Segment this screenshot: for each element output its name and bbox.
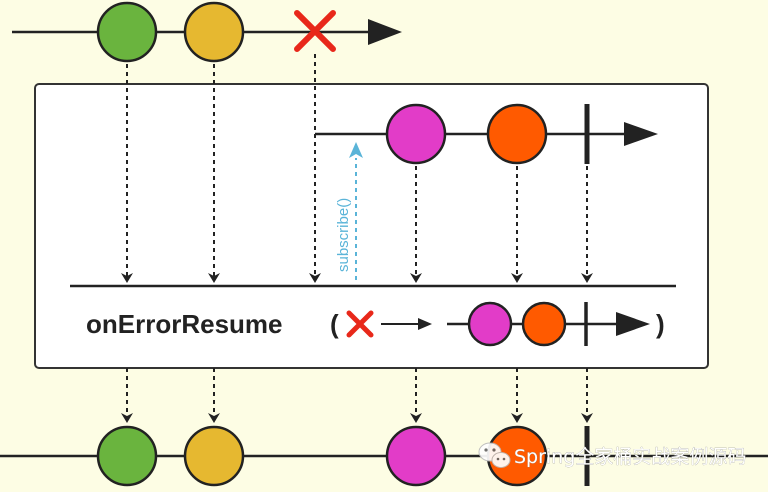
operator-name: onErrorResume [86, 309, 283, 339]
label-marble-orange [521, 301, 567, 347]
label-error-icon [346, 310, 374, 338]
output-marble-magenta [385, 425, 447, 487]
fallback-marble-orange [486, 103, 548, 165]
fallback-to-operator-arrows [410, 166, 593, 283]
label-arrow-icon [381, 318, 432, 330]
subscribe-arrow [349, 142, 363, 280]
output-timeline [0, 425, 768, 487]
output-marble-yellow [183, 425, 245, 487]
watermark-text: Spring全家桶实战案例源码 [514, 446, 746, 468]
source-error-icon [294, 10, 336, 52]
operator-close-paren: ) [656, 309, 665, 339]
label-marble-magenta [467, 301, 513, 347]
operator-box [34, 83, 709, 369]
fallback-timeline [315, 103, 658, 165]
wechat-icon [478, 442, 511, 468]
label-fallback-timeline [447, 301, 650, 347]
subscribe-label: subscribe() [335, 198, 352, 272]
operator-open-paren: ( [330, 309, 339, 339]
operator-to-output-arrows [121, 368, 593, 423]
source-marble-green [96, 1, 158, 63]
fallback-marble-magenta [385, 103, 447, 165]
output-marble-green [96, 425, 158, 487]
source-timeline [12, 1, 402, 63]
source-to-operator-arrows [121, 54, 321, 283]
watermark: Spring全家桶实战案例源码 [478, 442, 747, 468]
source-marble-yellow [183, 1, 245, 63]
